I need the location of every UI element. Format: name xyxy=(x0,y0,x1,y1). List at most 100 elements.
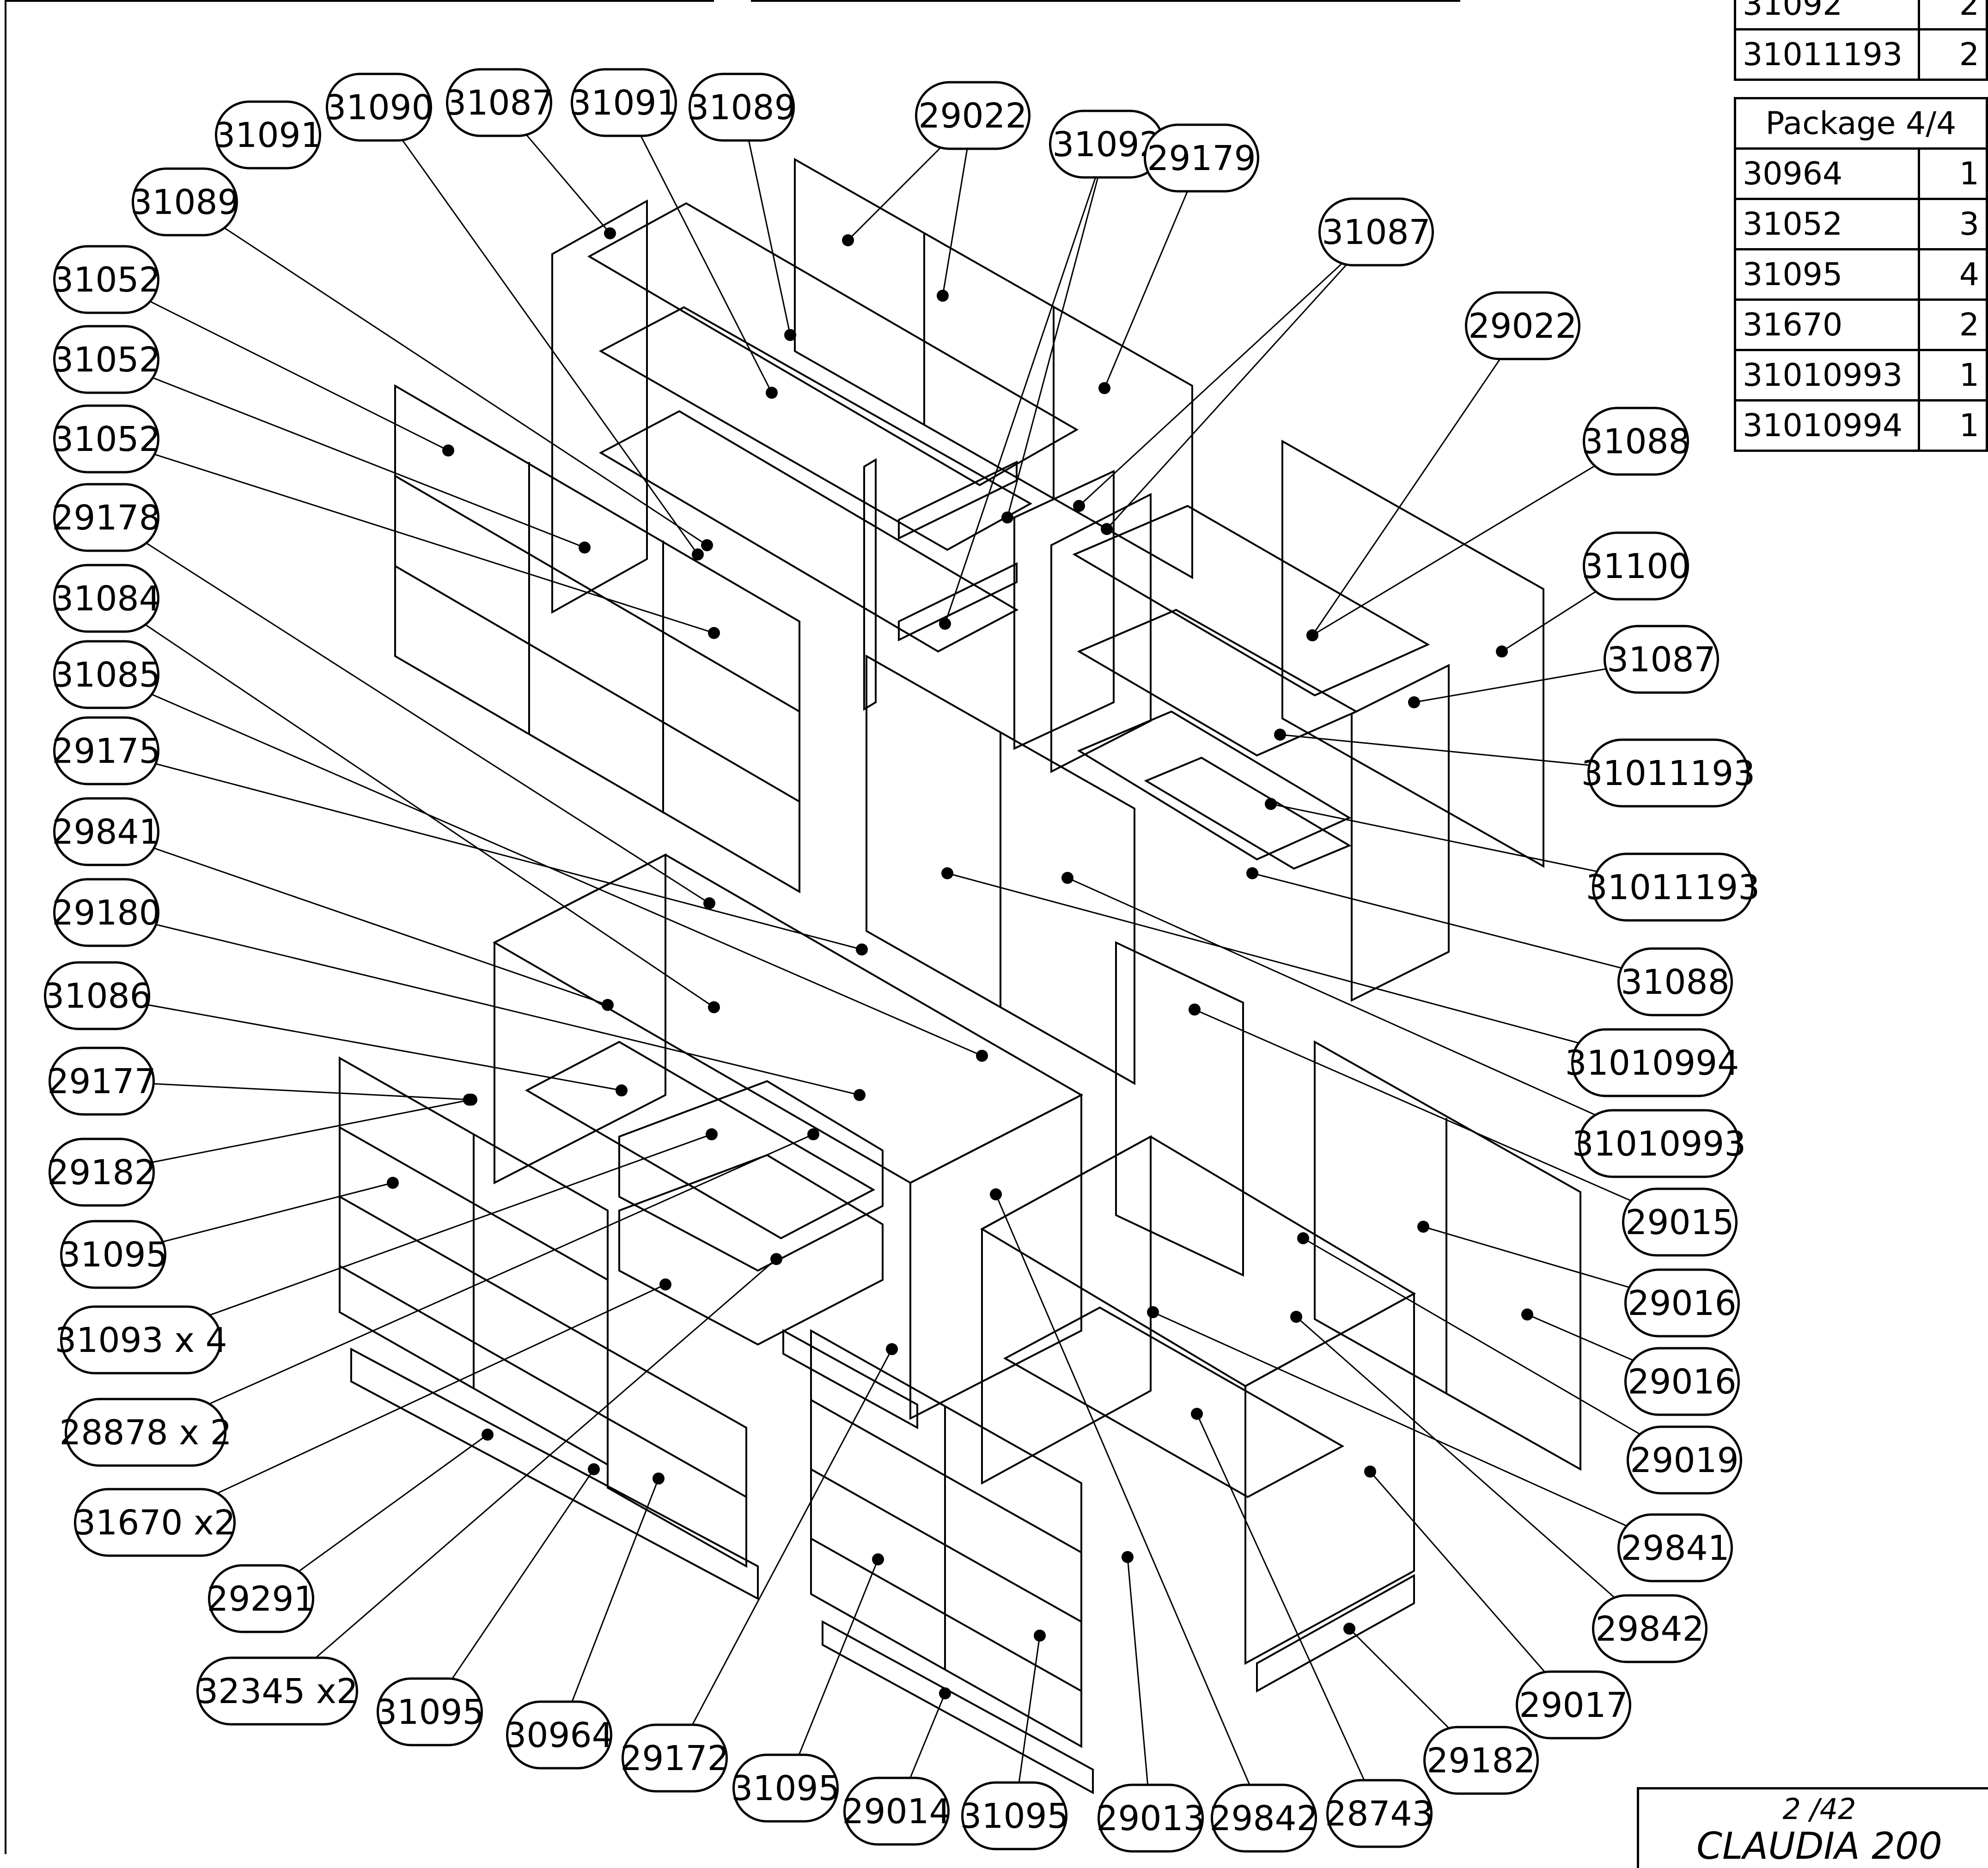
side-panel-mid-2 xyxy=(1050,493,1152,773)
door-grid-lower-mid xyxy=(810,1329,1082,1748)
callout-bubble xyxy=(53,483,159,552)
callout-label: 30964 xyxy=(505,1716,613,1755)
leader-line xyxy=(378,107,699,555)
part-callout: 31087 xyxy=(445,68,554,137)
page-number: 2 /42 xyxy=(1782,1792,1856,1826)
callout-bubble xyxy=(1604,625,1719,694)
callout-bubble xyxy=(53,245,159,314)
part-callout: 29178 xyxy=(52,483,161,552)
part-callout: 29017 xyxy=(1516,1670,1631,1740)
leader-dot xyxy=(692,548,704,560)
callout-bubble xyxy=(1624,1347,1740,1416)
back-panel-right-upper xyxy=(1281,439,1544,868)
part-callout: 31011193 xyxy=(1586,852,1760,922)
leader-dot xyxy=(602,999,614,1011)
leader-line xyxy=(1127,1557,1152,1819)
callout-bubble xyxy=(689,73,795,142)
plinth-lower-mid xyxy=(822,1620,1094,1795)
drawer-2 xyxy=(618,1154,884,1346)
leader-dot xyxy=(579,542,591,554)
callout-bubble xyxy=(571,68,677,137)
callout-label: 31052 xyxy=(52,260,160,300)
shelf-upper-top xyxy=(587,202,1079,487)
leader-line xyxy=(1196,1413,1380,1814)
callout-bubble xyxy=(53,640,159,709)
part-code: 30964 xyxy=(1733,147,1921,200)
part-quantity: 2 xyxy=(1918,28,1988,81)
leader-line xyxy=(1296,1316,1650,1630)
callout-label: 29175 xyxy=(52,731,160,771)
leader-dot xyxy=(1496,645,1508,657)
part-callout: 29016 xyxy=(1624,1347,1740,1416)
callout-label: 31011193 xyxy=(1586,868,1760,907)
callout-bubble xyxy=(1326,1779,1433,1848)
leader-dot xyxy=(1098,382,1110,394)
callout-label: 29841 xyxy=(1621,1528,1729,1568)
callout-label: 29019 xyxy=(1630,1441,1738,1480)
part-callout: 29016 xyxy=(1624,1268,1740,1338)
package-title: Package 4/4 xyxy=(1734,97,1988,150)
leader-dot xyxy=(653,1472,665,1485)
callout-label: 29842 xyxy=(1595,1609,1704,1649)
shelf-upper-low xyxy=(598,410,1019,653)
callout-bubble xyxy=(1578,1109,1740,1178)
callout-bubble xyxy=(377,1677,483,1746)
cabinet-lower-left-front xyxy=(909,1093,1082,1420)
part-quantity: 3 xyxy=(1918,198,1988,250)
callout-bubble xyxy=(1098,1783,1204,1853)
part-callout: 29175 xyxy=(52,716,161,785)
leader-dot xyxy=(807,1128,819,1140)
leader-line xyxy=(944,144,1108,624)
callout-bubble xyxy=(1144,123,1259,193)
leader-dot xyxy=(1521,1308,1533,1320)
leader-dot xyxy=(1147,1306,1159,1318)
callout-bubble xyxy=(732,1753,839,1823)
part-callout: 31095 xyxy=(59,1220,168,1289)
callout-bubble xyxy=(843,1777,950,1846)
part-code: 31011193 xyxy=(1733,28,1921,81)
callout-bubble xyxy=(1465,291,1580,360)
part-callout: 29841 xyxy=(1617,1513,1733,1582)
leader-line xyxy=(106,359,585,548)
callout-bubble xyxy=(196,1656,358,1726)
leader-dot xyxy=(872,1553,884,1565)
part-callout: 31011193 xyxy=(1581,738,1755,808)
leader-line xyxy=(106,438,714,634)
leader-dot xyxy=(659,1278,671,1290)
callout-bubble xyxy=(60,1305,222,1375)
part-callout: 31052 xyxy=(52,404,161,474)
callout-label: 31095 xyxy=(375,1692,484,1732)
leader-dot xyxy=(1073,500,1085,512)
callout-label: 29013 xyxy=(1096,1799,1205,1838)
callout-bubble xyxy=(1617,1513,1733,1582)
leader-line xyxy=(741,107,791,335)
callout-label: 31084 xyxy=(52,579,160,619)
cabinet-lower-left-top xyxy=(492,853,1084,1184)
part-callout: 29180 xyxy=(52,878,161,947)
callout-label: 31010993 xyxy=(1572,1124,1746,1164)
part-callout: 29179 xyxy=(1144,123,1259,193)
leader-dot xyxy=(1297,1232,1309,1244)
leader-line xyxy=(674,1349,893,1758)
part-callout: 31093 x 4 xyxy=(55,1305,227,1375)
callout-label: 29172 xyxy=(620,1739,729,1778)
part-callout: 29019 xyxy=(1627,1425,1742,1495)
callout-label: 31086 xyxy=(43,976,151,1016)
part-code: 31095 xyxy=(1733,248,1921,301)
leader-dot xyxy=(976,1050,988,1062)
part-callout: 29182 xyxy=(47,1138,156,1207)
leader-line xyxy=(154,1284,666,1523)
shelf-right-top xyxy=(1072,505,1430,697)
part-callout: 29014 xyxy=(842,1777,951,1846)
part-callout: 31090 xyxy=(324,73,433,142)
callout-label: 29180 xyxy=(52,893,160,933)
leader-dot xyxy=(706,1128,718,1140)
part-callout: 31086 xyxy=(43,961,152,1030)
callout-label: 31090 xyxy=(324,88,433,128)
leader-line xyxy=(1006,144,1108,518)
product-name: CLAUDIA 200 xyxy=(1696,1825,1942,1868)
